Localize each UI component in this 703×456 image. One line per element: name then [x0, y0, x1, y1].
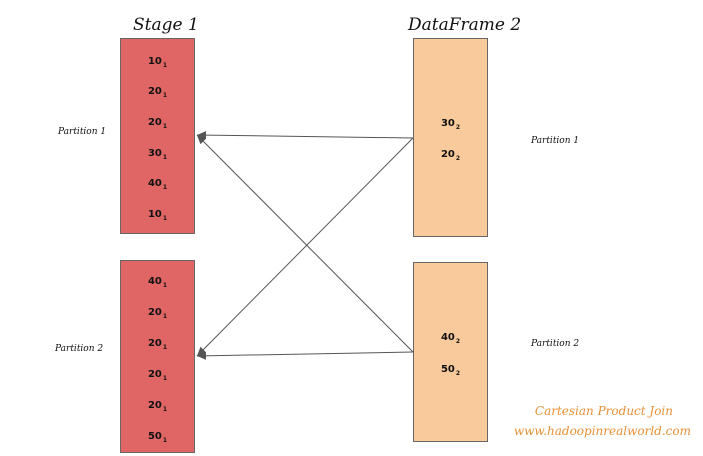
credit-line-2: www.hadoopinrealworld.com — [513, 424, 691, 438]
partition-row: 302 — [440, 118, 461, 131]
stage-1-partition-1-box: 101 201 201 301 401 101 — [120, 38, 195, 234]
right-partition-1-label: Partition 1 — [531, 136, 580, 146]
credit-line-1: Cartesian Product Join — [534, 404, 673, 418]
partition-row: 502 — [440, 364, 461, 377]
partition-row: 301 — [147, 148, 168, 161]
left-partition-1-label: Partition 1 — [58, 127, 107, 137]
right-partition-2-label: Partition 2 — [531, 339, 580, 349]
partition-row: 402 — [440, 332, 461, 345]
partition-row: 201 — [147, 369, 168, 382]
partition-row: 201 — [147, 307, 168, 320]
dataframe-2-partition-2-box: 402 502 — [413, 262, 488, 442]
partition-row: 101 — [147, 209, 168, 222]
stage-1-partition-2-box: 401 201 201 201 201 501 — [120, 260, 195, 453]
arrow-df2p2-to-stage1p1 — [196, 134, 414, 353]
partition-row: 201 — [147, 86, 168, 99]
partition-row: 201 — [147, 338, 168, 351]
partition-row: 201 — [147, 400, 168, 413]
partition-row: 202 — [440, 149, 461, 162]
dataframe-2-partition-1-box: 302 202 — [413, 38, 488, 237]
partition-row: 401 — [147, 276, 168, 289]
partition-row: 501 — [147, 431, 168, 444]
arrow-df2p1-to-stage1p2 — [196, 137, 414, 357]
arrow-df2p1-to-stage1p1 — [196, 131, 414, 140]
stage-1-title: Stage 1 — [133, 15, 199, 35]
partition-row: 201 — [147, 117, 168, 130]
dataframe-2-title: DataFrame 2 — [408, 15, 522, 35]
partition-row: 101 — [147, 56, 168, 69]
left-partition-2-label: Partition 2 — [55, 344, 104, 354]
partition-row: 401 — [147, 178, 168, 191]
arrow-df2p2-to-stage1p2 — [196, 351, 414, 360]
